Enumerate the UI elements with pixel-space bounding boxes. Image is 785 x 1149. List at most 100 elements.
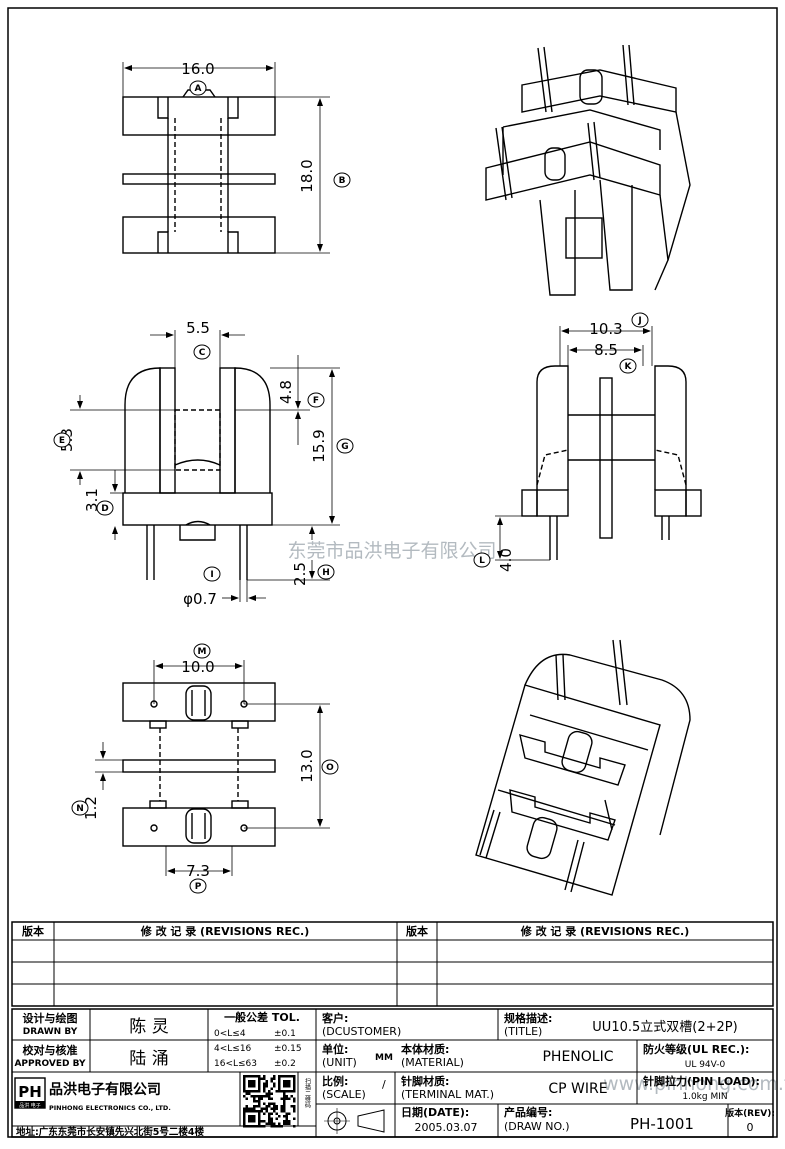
balloon-f bbox=[307, 392, 325, 408]
terminal-en: (TERMINAL MAT.) bbox=[401, 1088, 494, 1101]
dim-i: φ0.7 bbox=[183, 590, 217, 608]
dim-k: 8.5 bbox=[594, 341, 618, 359]
material-value: PHENOLIC bbox=[542, 1049, 613, 1065]
material-cn: 本体材质: bbox=[401, 1042, 449, 1056]
balloon-label-k: K bbox=[625, 362, 633, 372]
pin-load-value: 1.0kg MIN bbox=[682, 1092, 727, 1102]
balloon-label-e: E bbox=[59, 436, 65, 446]
dim-j: 10.3 bbox=[589, 320, 622, 338]
dim-f: 4.8 bbox=[277, 380, 295, 404]
balloon-m bbox=[193, 643, 211, 659]
balloon-k bbox=[619, 358, 637, 374]
rev-col-version-1: 版本 bbox=[22, 924, 44, 938]
title-cn: 规格描述: bbox=[504, 1011, 552, 1025]
tol-value-2: ±0.15 bbox=[274, 1044, 302, 1054]
balloon-label-a: A bbox=[195, 84, 202, 94]
title-en: (TITLE) bbox=[504, 1025, 542, 1038]
projection-symbol bbox=[324, 1108, 385, 1134]
balloon-label-g: G bbox=[341, 442, 348, 452]
approved-by-name: 陆 涌 bbox=[129, 1049, 168, 1069]
unit-value: MM bbox=[375, 1053, 393, 1063]
rev-col-record-1: 修 改 记 录 (REVISIONS REC.) bbox=[140, 924, 310, 938]
scale-cn: 比例: bbox=[322, 1074, 348, 1088]
date-value: 2005.03.07 bbox=[415, 1121, 478, 1134]
balloon-label-i: I bbox=[210, 570, 213, 580]
balloon-o bbox=[321, 759, 339, 775]
tol-value-1: ±0.1 bbox=[274, 1029, 296, 1039]
balloon-label-n: N bbox=[76, 804, 84, 814]
balloon-label-h: H bbox=[322, 568, 330, 578]
top-view bbox=[122, 62, 330, 254]
dim-n: 1.2 bbox=[82, 796, 100, 820]
title-value: UU10.5立式双槽(2+2P) bbox=[592, 1020, 737, 1035]
drawn-by-name: 陈 灵 bbox=[129, 1017, 168, 1037]
qr-code-icon bbox=[243, 1075, 296, 1128]
pin-load-cn: 针脚拉力(PIN LOAD): bbox=[643, 1074, 760, 1088]
balloon-g bbox=[336, 438, 354, 454]
approved-by-cn: 校对与核准 bbox=[23, 1043, 78, 1057]
drawn-by-cn: 设计与绘图 bbox=[23, 1011, 78, 1025]
dim-o: 13.0 bbox=[298, 749, 316, 782]
balloon-e bbox=[53, 432, 71, 448]
dim-d: 3.1 bbox=[83, 488, 101, 512]
balloon-label-f: F bbox=[313, 396, 319, 406]
watermark: 东莞市品洪电子有限公司 bbox=[287, 540, 496, 562]
draw-no-cn: 产品编号: bbox=[504, 1105, 552, 1119]
dim-g: 15.9 bbox=[310, 429, 328, 462]
rev-cn: 版本(REV): bbox=[724, 1107, 775, 1119]
rev-col-record-2: 修 改 记 录 (REVISIONS REC.) bbox=[520, 924, 690, 938]
terminal-value: CP WIRE bbox=[548, 1081, 607, 1097]
company-name-en: PINHONG ELECTRONICS CO., LTD. bbox=[49, 1104, 171, 1112]
material-en: (MATERIAL) bbox=[401, 1056, 464, 1069]
scale-en: (SCALE) bbox=[322, 1088, 366, 1101]
bottom-view bbox=[95, 660, 330, 876]
iso-view-1 bbox=[485, 44, 691, 296]
rev-col-version-2: 版本 bbox=[406, 924, 428, 938]
tol-range-2: 4<L≤16 bbox=[214, 1044, 252, 1054]
company-name-cn: 品洪电子有限公司 bbox=[49, 1081, 161, 1098]
customer-cn: 客户: bbox=[321, 1011, 348, 1025]
rev-value: 0 bbox=[747, 1121, 754, 1134]
balloon-h bbox=[317, 564, 335, 580]
ul-cn: 防火等级(UL REC.): bbox=[643, 1042, 749, 1056]
balloon-c bbox=[193, 344, 211, 360]
balloon-b bbox=[333, 172, 351, 188]
watermark-url: www.pinhong.com.tw bbox=[603, 1073, 785, 1095]
unit-en: (UNIT) bbox=[322, 1056, 357, 1069]
balloon-label-p: P bbox=[195, 882, 202, 892]
dim-p: 7.3 bbox=[186, 862, 210, 880]
qr-caption: 扫描二维码 bbox=[304, 1077, 311, 1109]
tol-value-3: ±0.2 bbox=[274, 1059, 296, 1069]
dim-a: 16.0 bbox=[181, 60, 214, 78]
balloon-label-c: C bbox=[199, 348, 206, 358]
tol-range-1: 0<L≤4 bbox=[214, 1029, 246, 1039]
balloon-label-o: O bbox=[326, 763, 334, 773]
logo-letters: PH bbox=[18, 1083, 42, 1101]
unit-cn: 单位: bbox=[322, 1042, 348, 1056]
balloon-label-j: J bbox=[637, 316, 641, 326]
tol-range-3: 16<L≤63 bbox=[214, 1059, 257, 1069]
approved-by-en: APPROVED BY bbox=[14, 1059, 86, 1069]
drawn-by-en: DRAWN BY bbox=[23, 1027, 78, 1037]
tolerance-title: 一般公差 TOL. bbox=[224, 1010, 300, 1024]
dim-h: 2.5 bbox=[291, 562, 309, 586]
company-logo: PH 品洪 电子 bbox=[14, 1077, 46, 1109]
balloon-label-d: D bbox=[101, 504, 108, 514]
customer-en: (DCUSTOMER) bbox=[322, 1025, 401, 1038]
scale-value: / bbox=[382, 1078, 386, 1091]
company-address: 地址:广东东莞市长安镇先兴北街5号二楼4楼 bbox=[16, 1126, 205, 1138]
dim-m: 10.0 bbox=[181, 658, 214, 676]
logo-subtext: 品洪 电子 bbox=[19, 1102, 41, 1109]
dim-c: 5.5 bbox=[186, 319, 210, 337]
balloon-label-m: M bbox=[198, 647, 207, 657]
balloon-j bbox=[631, 312, 649, 328]
draw-no-en: (DRAW NO.) bbox=[504, 1120, 569, 1133]
balloon-label-l: L bbox=[479, 556, 485, 566]
side-view bbox=[495, 326, 702, 561]
draw-no-value: PH-1001 bbox=[630, 1115, 694, 1133]
balloon-n bbox=[71, 800, 89, 816]
balloon-l bbox=[473, 552, 491, 568]
